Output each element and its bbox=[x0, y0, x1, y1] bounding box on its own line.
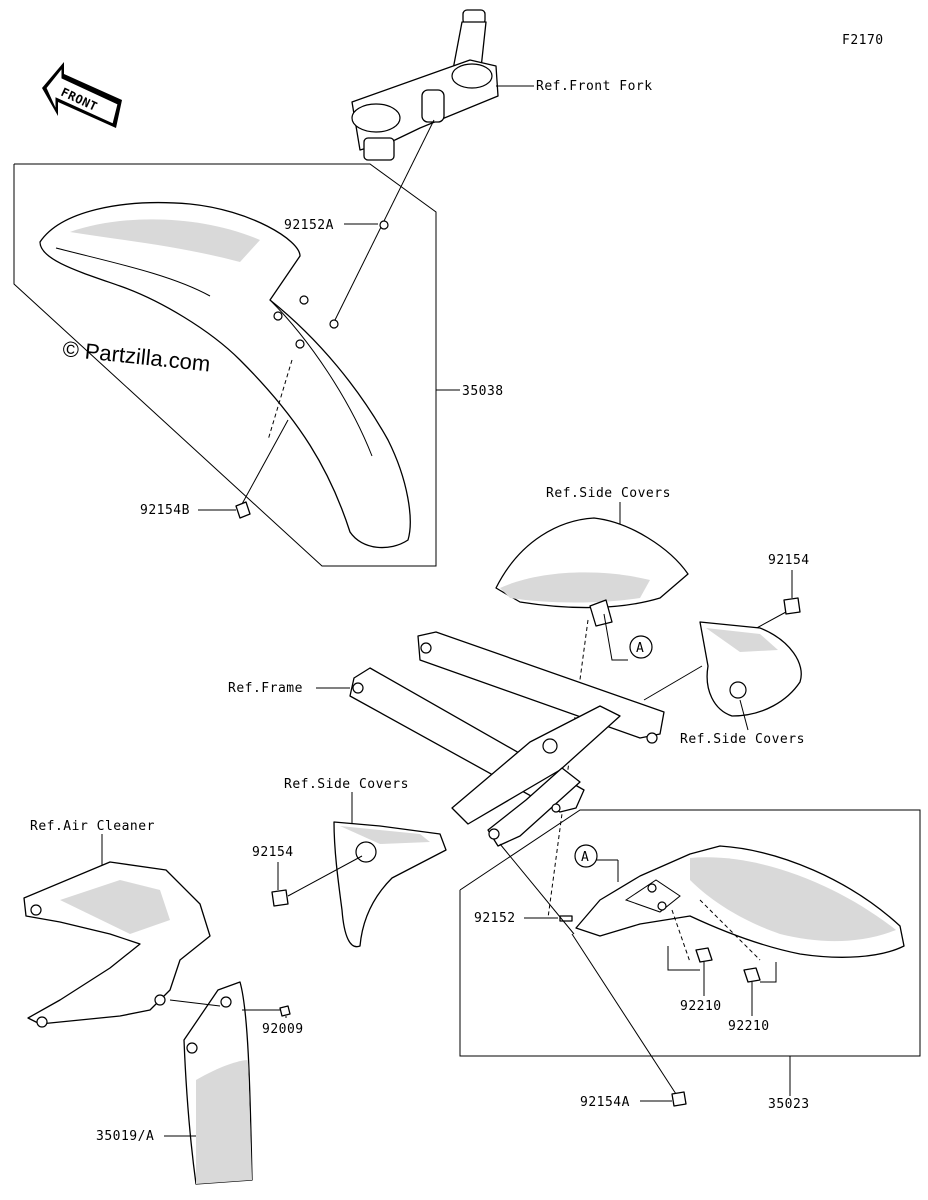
nut-92210-a bbox=[695, 947, 713, 963]
front-fork-clamp bbox=[351, 9, 499, 161]
callout-ref-side-covers-top: Ref.Side Covers bbox=[546, 486, 671, 501]
frame bbox=[349, 631, 665, 847]
diagram-code: F2170 bbox=[842, 33, 884, 48]
washer-92152A bbox=[379, 220, 389, 230]
group-box-35023 bbox=[459, 809, 921, 1057]
marker-a1 bbox=[629, 635, 653, 659]
callout-35023: 35023 bbox=[768, 1097, 810, 1112]
callout-92154A: 92154A bbox=[580, 1095, 630, 1110]
bolt-92154-right bbox=[783, 597, 801, 615]
bolt-92154-left bbox=[271, 889, 289, 907]
air-cleaner-box bbox=[23, 861, 211, 1028]
group-box-35038 bbox=[13, 163, 437, 567]
marker-a2-label: A bbox=[581, 850, 589, 865]
marker-a1-label: A bbox=[636, 641, 644, 656]
callout-92210-a: 92210 bbox=[680, 999, 722, 1014]
callout-35038: 35038 bbox=[462, 384, 504, 399]
callout-ref-side-covers-right: Ref.Side Covers bbox=[680, 732, 805, 747]
callout-92152A: 92152A bbox=[284, 218, 334, 233]
rear-fender bbox=[575, 845, 905, 958]
callout-ref-front-fork: Ref.Front Fork bbox=[536, 79, 653, 94]
nut-92154B bbox=[235, 501, 251, 519]
callout-92154-left: 92154 bbox=[252, 845, 294, 860]
nut-92210-b bbox=[743, 967, 761, 983]
screw-92009 bbox=[279, 1005, 291, 1017]
marker-a2 bbox=[574, 844, 598, 868]
callout-92210-b: 92210 bbox=[728, 1019, 770, 1034]
callout-ref-air-cleaner: Ref.Air Cleaner bbox=[30, 819, 155, 834]
callout-ref-side-covers-left: Ref.Side Covers bbox=[284, 777, 409, 792]
callout-35019A: 35019/A bbox=[96, 1129, 154, 1144]
front-arrow-icon: FRONT bbox=[42, 62, 122, 128]
front-fender bbox=[39, 201, 411, 549]
callout-92154-right: 92154 bbox=[768, 553, 810, 568]
collar-92152 bbox=[559, 915, 573, 922]
bolt-92154A bbox=[671, 1091, 687, 1107]
callout-92152: 92152 bbox=[474, 911, 516, 926]
callout-92009: 92009 bbox=[262, 1022, 304, 1037]
callout-92154B: 92154B bbox=[140, 503, 190, 518]
side-cover-right bbox=[699, 621, 802, 717]
watermark: © Partzilla.com bbox=[61, 336, 211, 376]
callout-ref-frame: Ref.Frame bbox=[228, 681, 303, 696]
